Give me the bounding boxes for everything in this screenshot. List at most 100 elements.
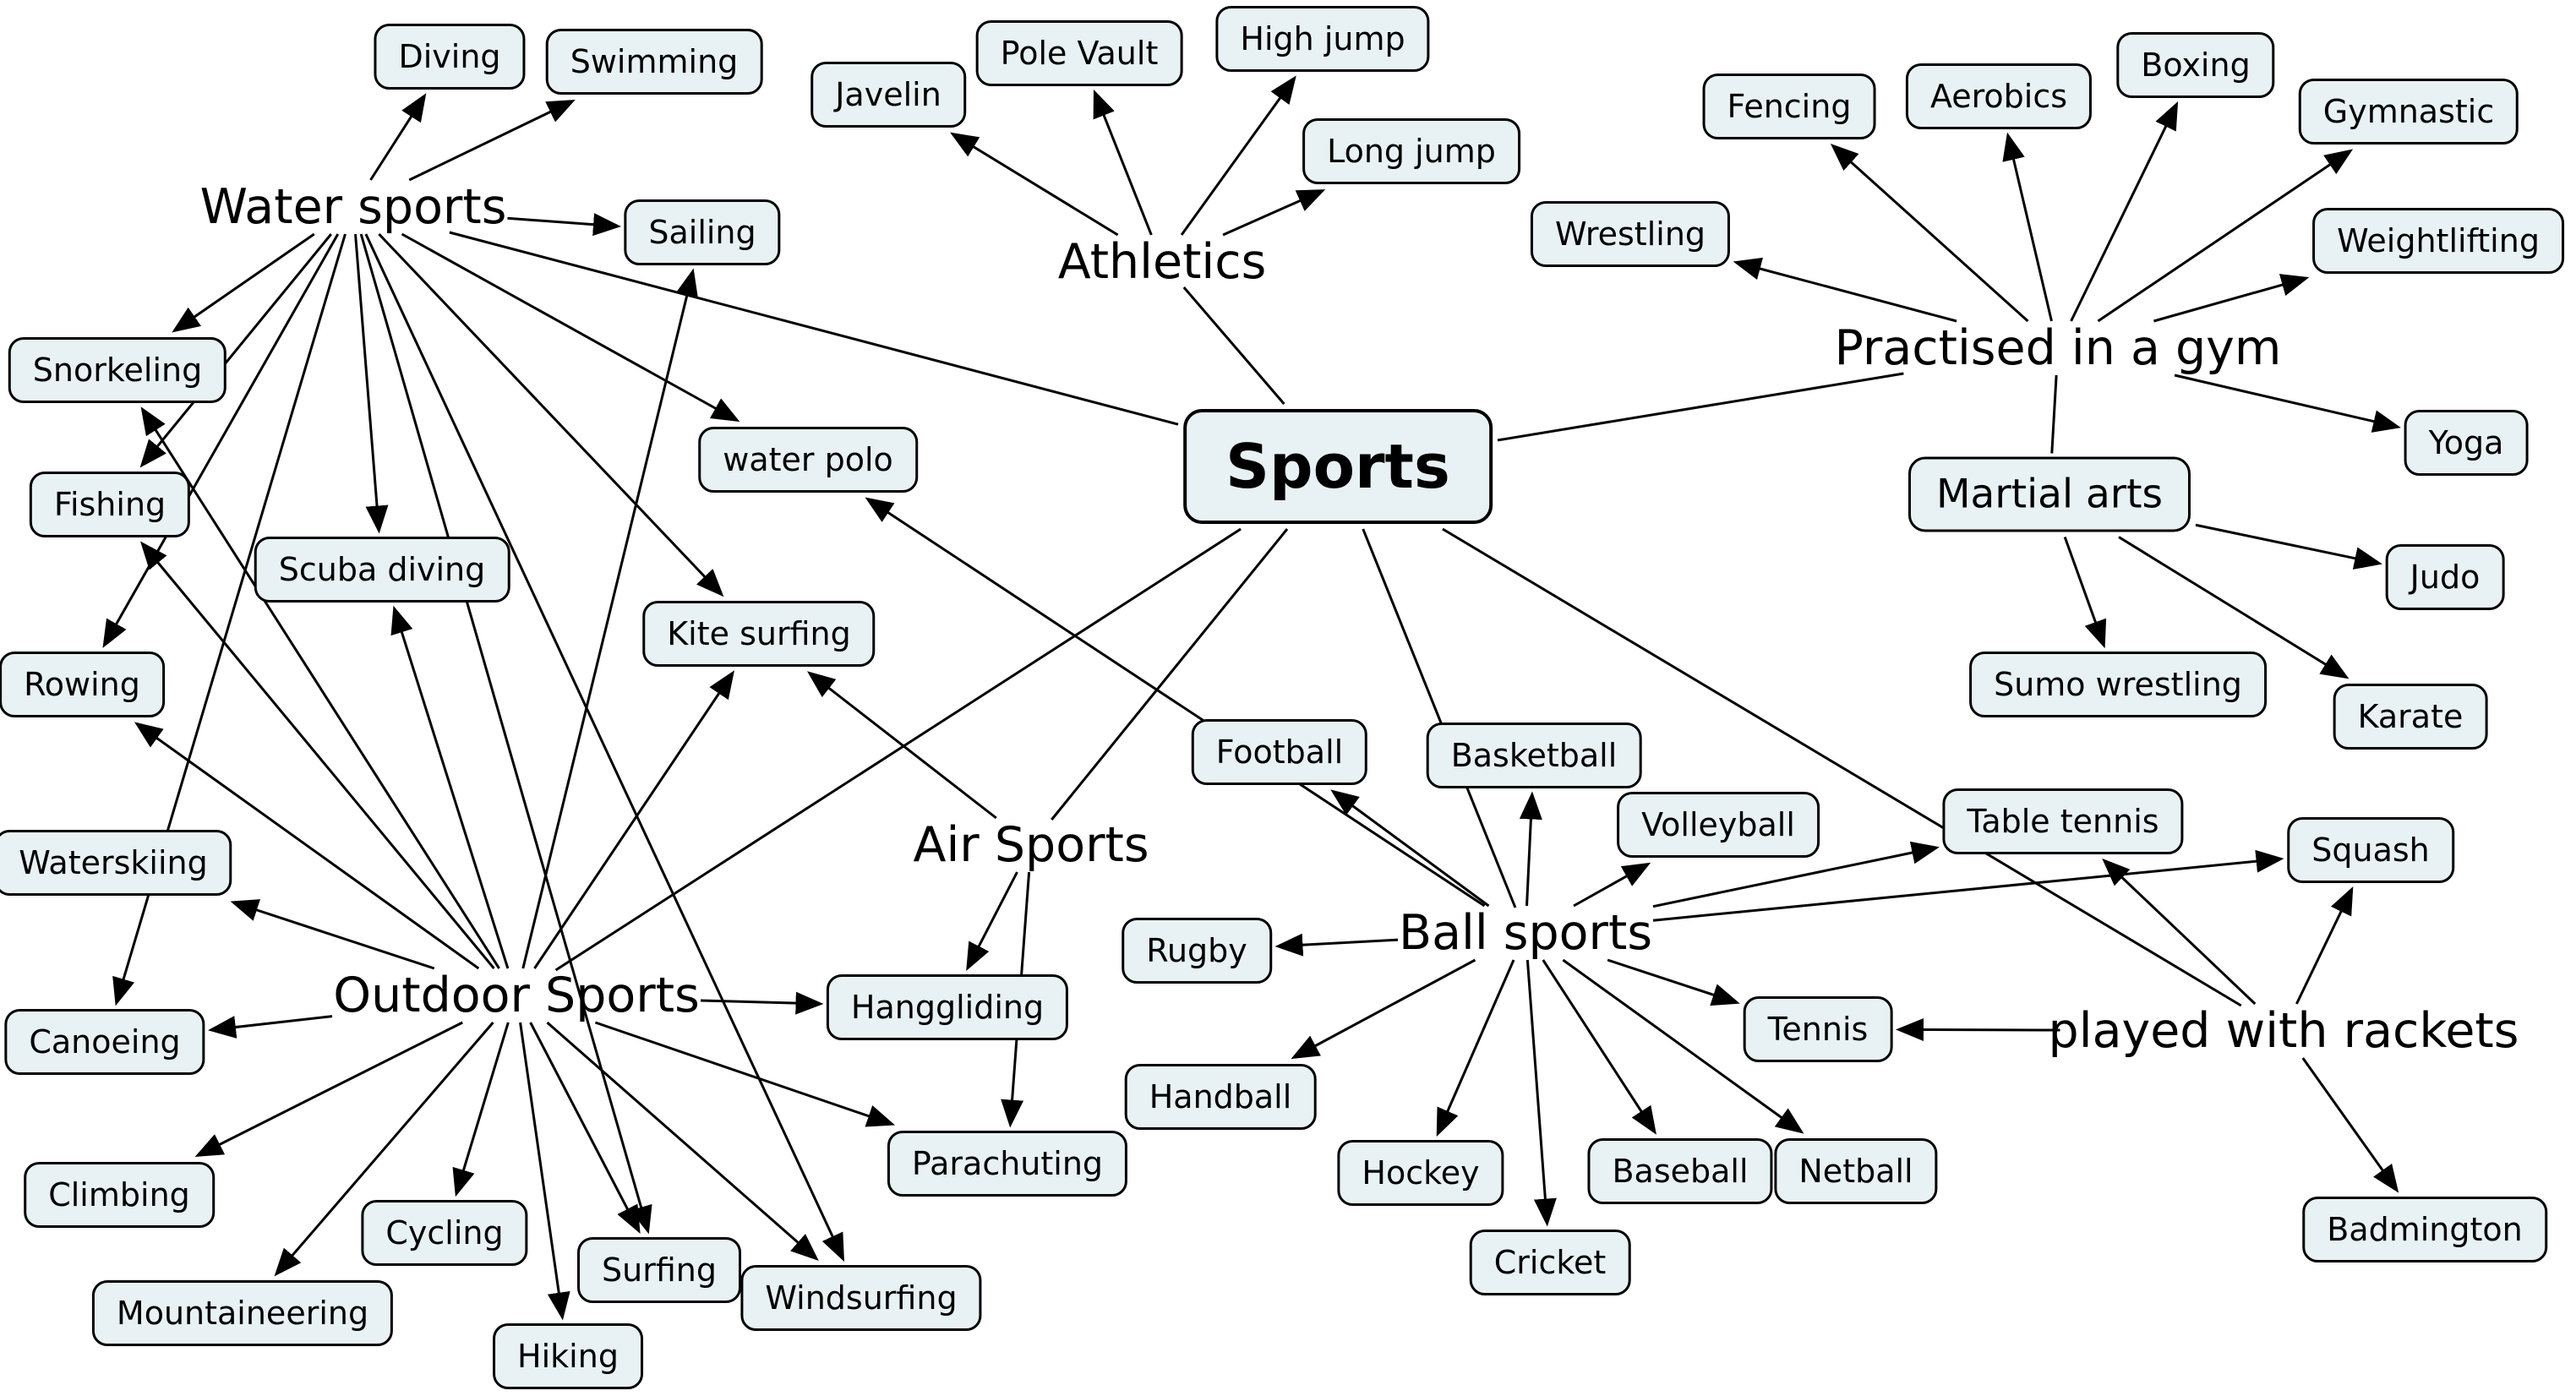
edge-ball-sports-to-cricket <box>1525 959 1557 1227</box>
edge-outdoor-sports-to-hiking <box>519 1022 570 1321</box>
edge-sports-to-played-with-rackets <box>1442 527 2242 1007</box>
node-hanggliding: Hanggliding <box>826 974 1069 1040</box>
edge-practised-in-a-gym-to-weightlifting <box>2153 274 2310 323</box>
edge-outdoor-sports-to-rowing <box>134 722 480 970</box>
category-practised-in-a-gym: Practised in a gym <box>1834 320 2282 376</box>
edge-ball-sports-to-water-polo <box>865 497 1486 908</box>
category-water-sports: Water sports <box>199 179 507 235</box>
category-ball-sports: Ball sports <box>1398 905 1653 961</box>
edge-martial-arts-to-sumo-wrestling <box>2063 536 2107 649</box>
node-climbing: Climbing <box>24 1162 215 1228</box>
edge-water-sports-to-surfing <box>359 233 652 1235</box>
edge-outdoor-sports-to-windsurfing <box>546 1021 819 1261</box>
node-judo: Judo <box>2385 544 2505 610</box>
edge-water-sports-to-fishing <box>139 233 332 468</box>
edge-water-sports-to-sailing <box>507 213 621 237</box>
category-played-with-rackets: played with rackets <box>2048 1003 2519 1059</box>
edge-practised-in-a-gym-to-yoga <box>2174 374 2401 433</box>
node-tennis: Tennis <box>1743 996 1893 1062</box>
node-sumo-wrestling: Sumo wrestling <box>1969 652 2267 717</box>
edge-outdoor-sports-to-hanggliding <box>700 991 824 1015</box>
edge-athletics-to-high-jump <box>1180 75 1296 236</box>
node-long-jump: Long jump <box>1302 118 1520 184</box>
node-baseball: Baseball <box>1587 1138 1773 1204</box>
node-squash: Squash <box>2287 817 2454 883</box>
edge-athletics-to-javelin <box>950 132 1119 237</box>
node-diving: Diving <box>374 24 526 90</box>
node-badmington: Badmington <box>2302 1197 2547 1262</box>
node-wrestling: Wrestling <box>1530 201 1731 267</box>
node-football: Football <box>1191 719 1368 785</box>
edge-ball-sports-to-baseball <box>1542 959 1656 1135</box>
edge-outdoor-sports-to-parachuting <box>594 1021 896 1127</box>
edge-martial-arts-to-judo <box>2195 523 2382 570</box>
node-boxing: Boxing <box>2116 32 2275 98</box>
edge-sports-to-water-sports <box>449 231 1179 426</box>
edge-sports-to-athletics <box>1182 286 1285 405</box>
edge-outdoor-sports-to-waterskiing <box>230 899 435 970</box>
node-basketball: Basketball <box>1426 723 1642 788</box>
edge-practised-in-a-gym-to-fencing <box>1830 143 2029 323</box>
edge-air-sports-to-kite-surfing <box>806 671 997 820</box>
category-sports: Sports <box>1183 409 1493 524</box>
edge-water-sports-to-kite-surfing <box>378 232 724 597</box>
category-athletics: Athletics <box>1057 234 1267 290</box>
node-yoga: Yoga <box>2404 410 2529 476</box>
edge-water-sports-to-windsurfing <box>364 233 845 1262</box>
edge-sports-to-practised-in-a-gym <box>1497 372 1904 442</box>
edge-ball-sports-to-rugby <box>1274 933 1399 957</box>
node-gymnastic: Gymnastic <box>2298 79 2519 145</box>
node-fencing: Fencing <box>1702 74 1876 139</box>
edge-practised-in-a-gym-to-martial-arts <box>2050 374 2058 454</box>
node-pole-vault: Pole Vault <box>975 20 1183 86</box>
edge-sports-to-ball-sports <box>1362 528 1517 908</box>
edge-played-with-rackets-to-squash <box>2295 886 2354 1005</box>
category-outdoor-sports: Outdoor Sports <box>333 968 700 1023</box>
node-mountaineering: Mountaineering <box>91 1280 394 1346</box>
edge-outdoor-sports-to-canoeing <box>208 1015 333 1039</box>
edge-ball-sports-to-handball <box>1291 958 1476 1060</box>
edge-water-sports-to-diving <box>369 93 427 181</box>
node-high-jump: High jump <box>1215 6 1430 72</box>
edge-water-sports-to-water-polo <box>401 232 740 423</box>
category-martial-arts: Martial arts <box>1907 456 2191 532</box>
node-waterskiing: Waterskiing <box>0 830 232 896</box>
edge-played-with-rackets-to-tennis <box>1896 1017 2060 1041</box>
node-cycling: Cycling <box>361 1200 528 1266</box>
node-karate: Karate <box>2333 684 2488 750</box>
node-windsurfing: Windsurfing <box>740 1265 982 1331</box>
edge-water-sports-to-snorkeling <box>172 232 315 333</box>
edge-outdoor-sports-to-kite-surfing <box>533 670 734 969</box>
node-hockey: Hockey <box>1337 1140 1504 1206</box>
edge-athletics-to-long-jump <box>1222 189 1326 237</box>
node-rowing: Rowing <box>0 652 165 717</box>
edge-ball-sports-to-table-tennis <box>1652 841 1940 908</box>
node-table-tennis: Table tennis <box>1942 788 2184 854</box>
edge-ball-sports-to-hockey <box>1436 959 1515 1137</box>
node-cricket: Cricket <box>1469 1230 1631 1295</box>
node-snorkeling: Snorkeling <box>8 337 227 403</box>
edge-water-sports-to-scuba-diving <box>354 233 389 534</box>
node-sailing: Sailing <box>624 199 781 265</box>
edge-practised-in-a-gym-to-wrestling <box>1733 257 1957 323</box>
edge-sports-to-air-sports <box>1051 528 1289 821</box>
edge-martial-arts-to-karate <box>2118 536 2350 679</box>
node-handball: Handball <box>1124 1064 1317 1130</box>
edge-practised-in-a-gym-to-boxing <box>2070 101 2179 322</box>
edge-outdoor-sports-to-mountaineering <box>274 1022 494 1277</box>
edge-athletics-to-pole-vault <box>1093 89 1153 236</box>
node-aerobics: Aerobics <box>1905 63 2093 129</box>
edge-outdoor-sports-to-scuba-diving <box>390 605 510 969</box>
edge-outdoor-sports-to-surfing <box>529 1022 641 1234</box>
node-hiking: Hiking <box>493 1323 643 1389</box>
edge-ball-sports-to-football <box>1330 789 1490 908</box>
edge-outdoor-sports-to-cycling <box>452 1022 510 1197</box>
edge-ball-sports-to-netball <box>1562 958 1804 1134</box>
node-surfing: Surfing <box>577 1237 741 1303</box>
node-netball: Netball <box>1774 1138 1938 1204</box>
edge-ball-sports-to-volleyball <box>1573 862 1651 908</box>
node-rugby: Rugby <box>1122 918 1272 984</box>
edge-sports-to-outdoor-sports <box>554 527 1242 972</box>
